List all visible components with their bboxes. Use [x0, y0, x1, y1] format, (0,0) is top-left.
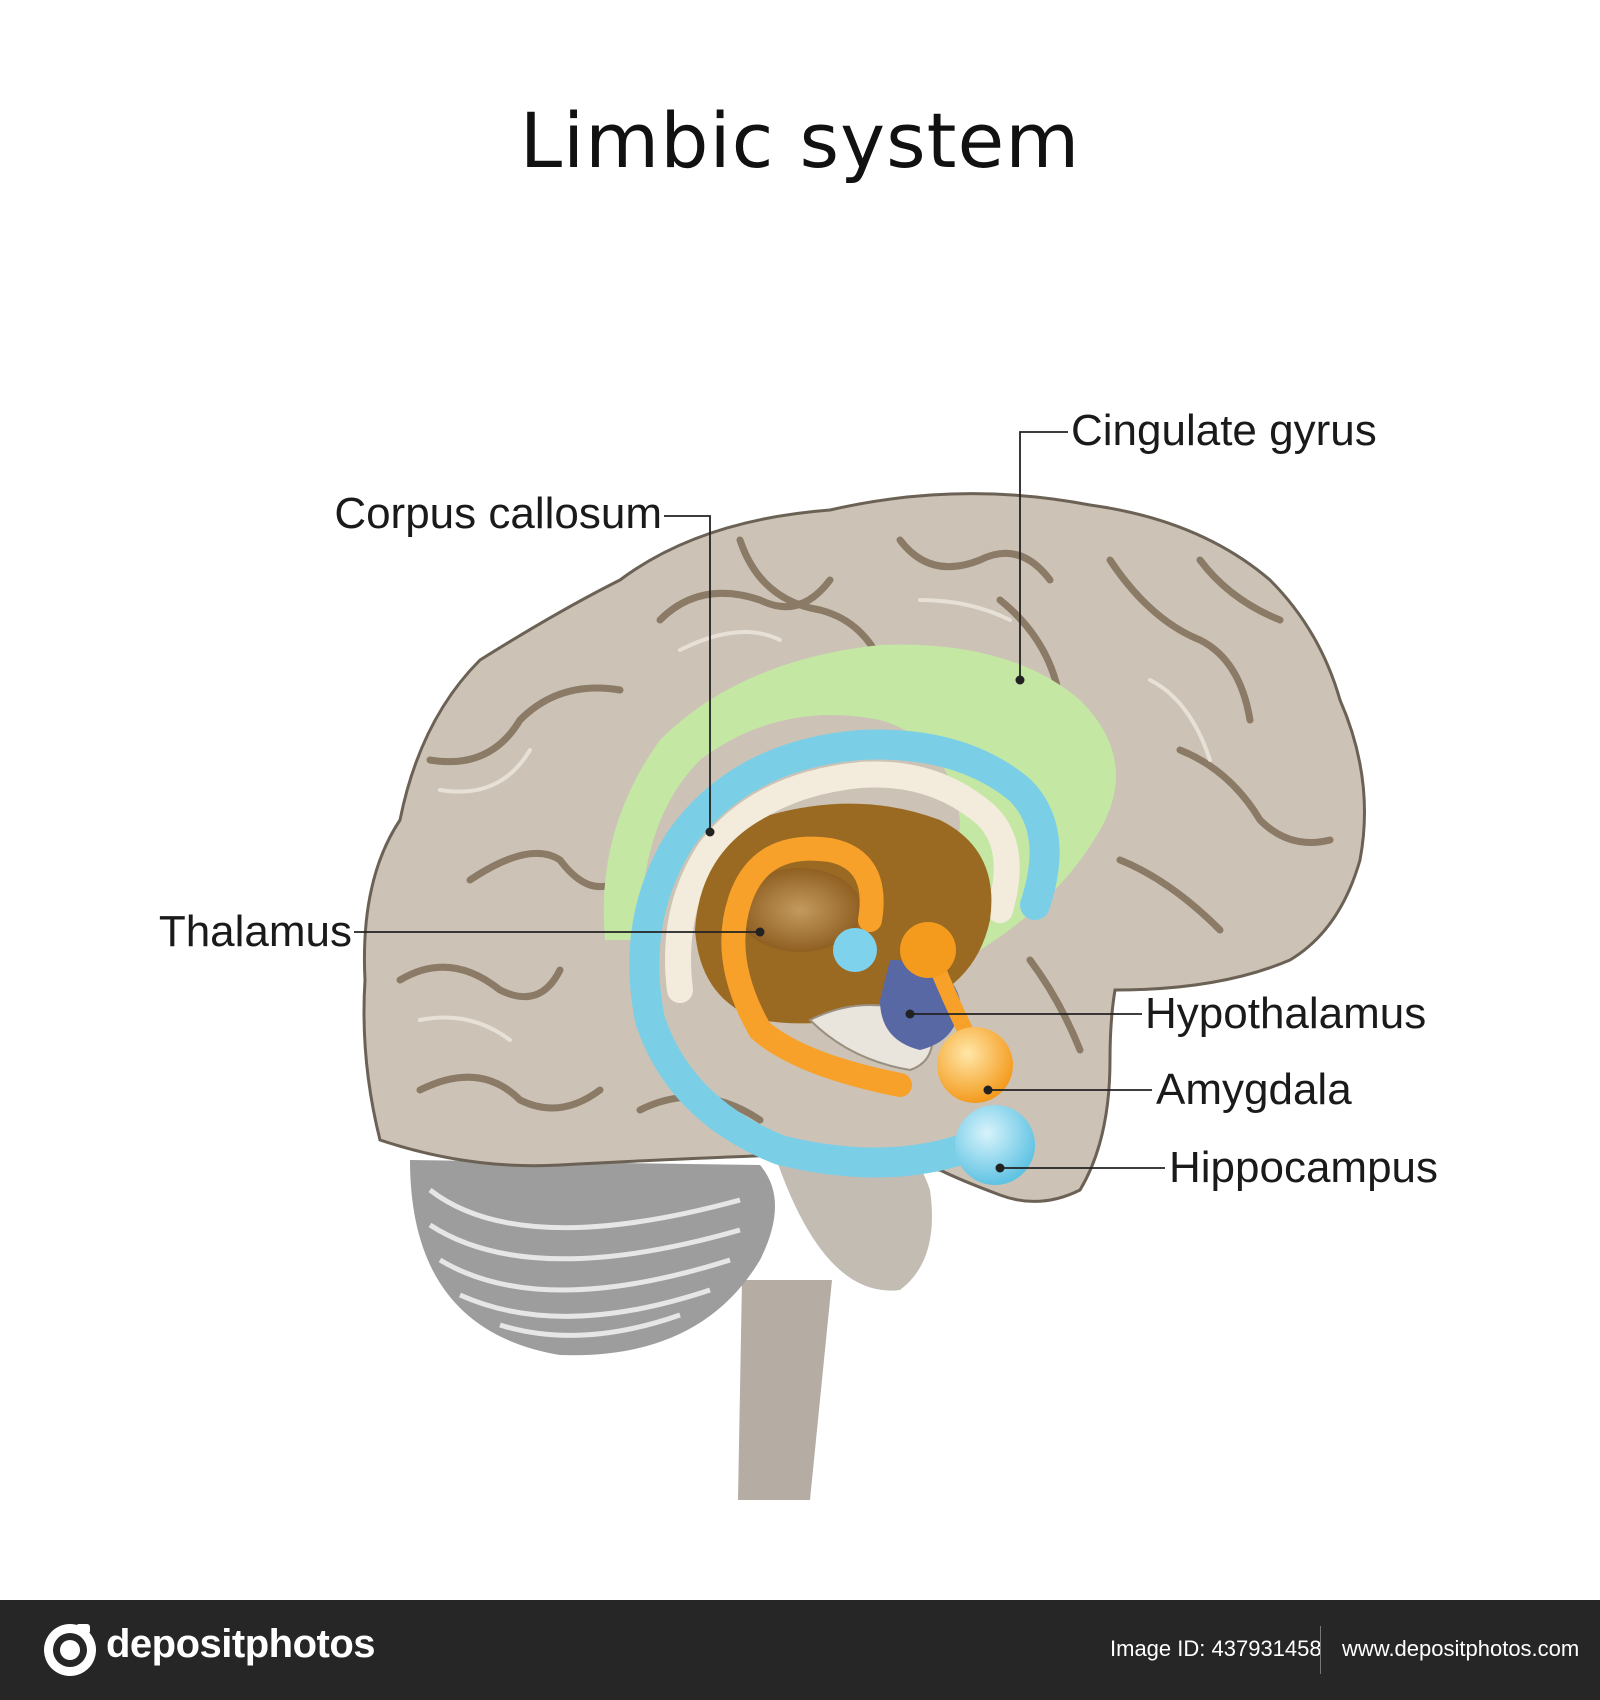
corpus-callosum-dot — [705, 827, 715, 837]
amygdala — [937, 1027, 1013, 1103]
corpus-callosum-leader — [664, 515, 711, 832]
thalamus-dot — [755, 927, 765, 937]
cerebellum — [410, 1160, 775, 1356]
site-url: www.depositphotos.com — [1342, 1636, 1580, 1661]
hippocampus-dot — [995, 1163, 1005, 1173]
label-corpus-callosum: Corpus callosum — [334, 489, 662, 538]
hippocampus — [955, 1105, 1035, 1185]
cortex-highlights — [418, 598, 1212, 1042]
image-id-value: 437931458 — [1211, 1636, 1322, 1661]
brainstem — [738, 1280, 832, 1500]
label-cingulate-gyrus: Cingulate gyrus — [1071, 406, 1377, 455]
diagram-title: Limbic system — [519, 96, 1081, 185]
label-thalamus: Thalamus — [159, 907, 352, 956]
label-hippocampus: Hippocampus — [1169, 1143, 1438, 1192]
brain-diagram: Cingulate gyrus Corpus callosum Thalamus… — [159, 406, 1438, 1500]
thalamus — [738, 868, 862, 952]
hypothalamus-dot — [905, 1009, 915, 1019]
label-hypothalamus: Hypothalamus — [1145, 989, 1426, 1038]
fornix — [665, 761, 1020, 1003]
footer-divider — [1320, 1626, 1321, 1674]
footer-bar: depositphotos Image ID: 437931458 www.de… — [0, 1600, 1600, 1700]
thalamus-blue-knob — [833, 928, 877, 972]
limbic-arc — [721, 836, 912, 1097]
corpus-callosum — [629, 729, 1060, 1178]
cortex-sulci — [396, 536, 1334, 1124]
brand-name: depositphotos — [106, 1622, 376, 1666]
cingulate-gyrus-dot — [1015, 675, 1025, 685]
cingulate-gyrus-leader — [1019, 431, 1068, 680]
mammillary-body — [900, 922, 956, 978]
image-id-label: Image ID: — [1110, 1636, 1206, 1661]
image-id-text: Image ID: 437931458 — [1110, 1636, 1322, 1662]
label-amygdala: Amygdala — [1156, 1065, 1352, 1114]
camera-logo-icon — [44, 1624, 96, 1676]
amygdala-dot — [983, 1085, 993, 1095]
